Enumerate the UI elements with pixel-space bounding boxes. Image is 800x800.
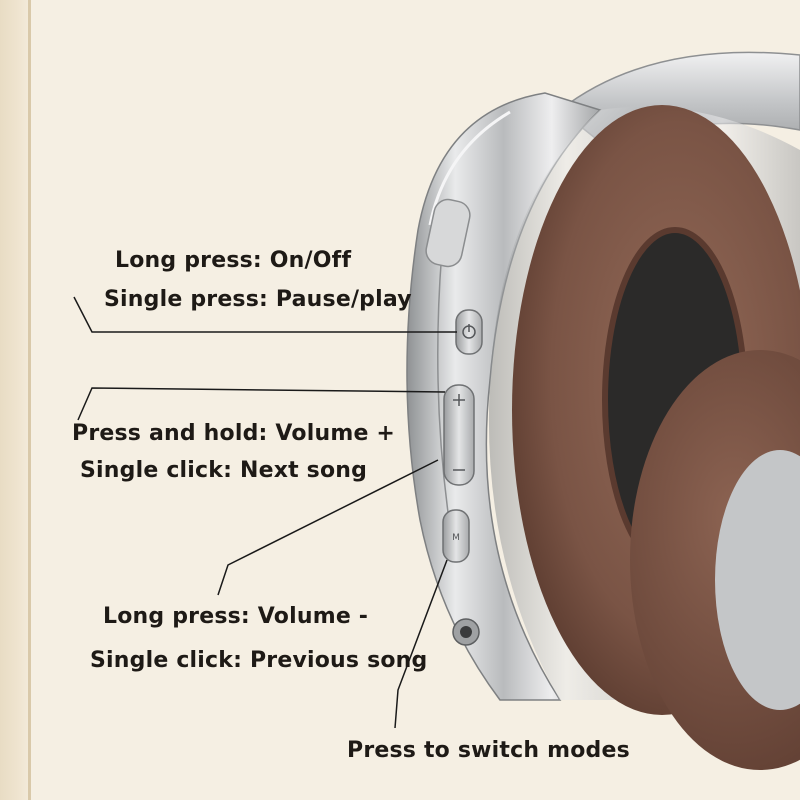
leader-mode: [394, 559, 448, 729]
mode-button: [442, 509, 470, 563]
wall-trim-line: [28, 0, 31, 800]
volume-up-click-label: Single click: Next song: [80, 458, 368, 483]
leader-volume-up: [77, 387, 446, 421]
shell-rim: [428, 110, 511, 226]
volume-up-hold-label: Press and hold: Volume +: [72, 421, 396, 446]
leader-volume-down: [217, 459, 439, 596]
shell-seam: [425, 198, 471, 268]
power-long-press-label: Long press: On/Off: [115, 248, 352, 273]
mode-press-label: Press to switch modes: [347, 738, 630, 763]
leader-power: [73, 296, 457, 333]
wall-trim: [0, 0, 30, 800]
volume-down-long-label: Long press: Volume -: [103, 604, 369, 629]
volume-up-button: [443, 384, 475, 486]
volume-down-click-label: Single click: Previous song: [90, 648, 428, 673]
power-single-press-label: Single press: Pause/play: [104, 287, 412, 312]
mode-icon: M: [452, 533, 460, 543]
